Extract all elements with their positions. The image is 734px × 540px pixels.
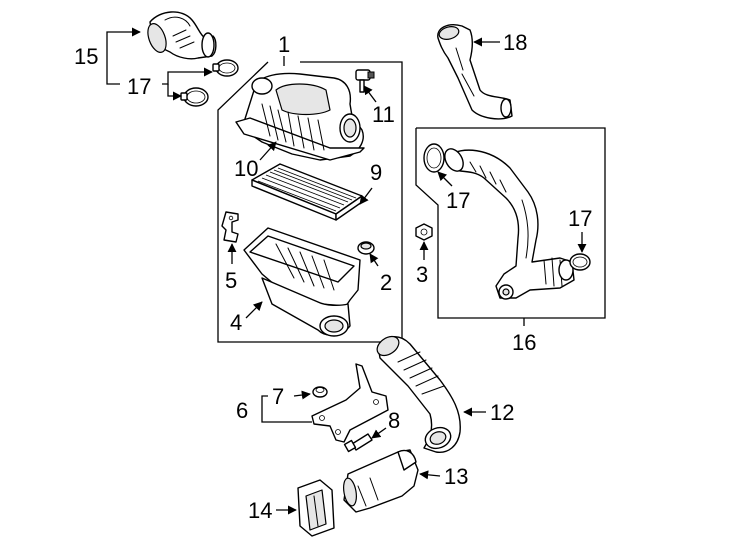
air-outlet-hose-part-12[interactable] xyxy=(374,333,461,453)
inlet-adapter-part-14[interactable] xyxy=(297,479,335,537)
bolt-part-8[interactable] xyxy=(343,433,373,453)
clip-part-7[interactable] xyxy=(312,386,328,398)
outlet-duct-assembly-box xyxy=(415,127,606,319)
callout-7: 7 xyxy=(272,384,284,409)
air-temp-sensor-part-11[interactable] xyxy=(355,69,375,93)
support-bracket-part-6[interactable] xyxy=(311,363,389,443)
hose-clamp-part-17-lower[interactable] xyxy=(180,87,209,107)
callout-12: 12 xyxy=(490,400,514,425)
resonator-duct-part-13[interactable] xyxy=(342,449,419,513)
callout-1: 1 xyxy=(278,32,290,57)
callout-8: 8 xyxy=(388,408,400,433)
breather-tube-part-18[interactable] xyxy=(437,24,513,120)
air-cleaner-lower-housing-part-4[interactable] xyxy=(243,227,361,337)
leader-lines xyxy=(106,27,587,515)
callout-labels: 15 17 1 18 11 10 9 17 17 5 2 3 4 16 7 6 … xyxy=(74,30,592,523)
callout-3: 3 xyxy=(416,262,428,287)
callout-17-left: 17 xyxy=(127,74,151,99)
callout-17-right: 17 xyxy=(568,206,592,231)
callout-14: 14 xyxy=(248,498,272,523)
intake-hose-part-15[interactable] xyxy=(144,11,217,60)
callout-17-inner: 17 xyxy=(446,188,470,213)
air-cleaner-assembly-box xyxy=(217,61,403,343)
callout-11: 11 xyxy=(372,102,395,127)
nut-part-3[interactable] xyxy=(415,223,433,241)
callout-5: 5 xyxy=(225,268,237,293)
duct-clamp-part-17-right[interactable] xyxy=(569,253,591,271)
callout-10: 10 xyxy=(234,156,258,181)
callout-9: 9 xyxy=(370,160,382,185)
callout-13: 13 xyxy=(444,464,468,489)
callout-6: 6 xyxy=(236,398,248,423)
callout-2: 2 xyxy=(380,270,392,295)
air-filter-element-part-9[interactable] xyxy=(251,163,363,221)
outlet-duct-assembly-part-16[interactable] xyxy=(441,146,575,300)
grommet-part-2[interactable] xyxy=(357,241,375,255)
callout-15: 15 xyxy=(74,44,98,69)
hose-clamp-part-17-upper[interactable] xyxy=(212,59,239,77)
mounting-bracket-part-5[interactable] xyxy=(221,211,239,243)
duct-clamp-part-17-inner[interactable] xyxy=(423,143,445,173)
callout-4: 4 xyxy=(230,310,242,335)
callout-16: 16 xyxy=(512,330,536,355)
callout-18: 18 xyxy=(503,30,527,55)
air-cleaner-cover-part-10[interactable] xyxy=(235,72,365,161)
